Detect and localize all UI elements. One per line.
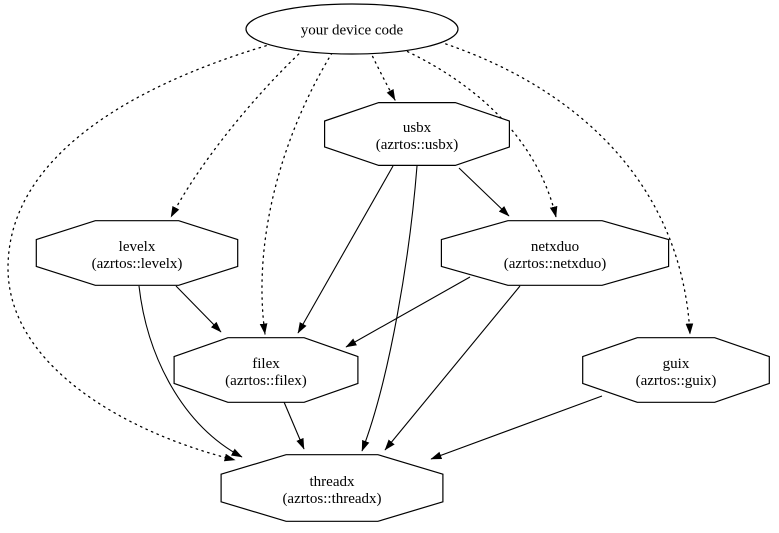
node-filex: filex(azrtos::filex): [173, 337, 359, 403]
node-netxduo: netxduo(azrtos::netxduo): [440, 220, 670, 286]
netxduo-octagon: [440, 220, 670, 286]
edge-netxduo-threadx: [384, 285, 521, 451]
usbx-label: usbx: [403, 120, 432, 136]
node-threadx: threadx(azrtos::threadx): [220, 454, 444, 522]
node-device-code: your device code: [245, 3, 459, 55]
levelx-sublabel: (azrtos::levelx): [92, 256, 183, 272]
node-usbx: usbx(azrtos::usbx): [324, 101, 510, 166]
filex-sublabel: (azrtos::filex): [225, 373, 307, 389]
nodes-layer: your device codeusbx(azrtos::usbx)levelx…: [35, 3, 770, 522]
filex-label: filex: [252, 356, 280, 372]
device-code-label: your device code: [301, 23, 404, 39]
levelx-label: levelx: [119, 239, 156, 255]
guix-sublabel: (azrtos::guix): [636, 373, 717, 389]
edge-usbx-threadx: [361, 165, 418, 452]
edge-device-code-netxduo: [401, 48, 558, 218]
threadx-octagon: [220, 454, 444, 522]
device-code-ellipse: [245, 3, 459, 55]
usbx-sublabel: (azrtos::usbx): [376, 137, 458, 153]
edge-levelx-filex: [175, 285, 222, 333]
edge-device-code-levelx: [170, 49, 304, 218]
netxduo-sublabel: (azrtos::netxduo): [504, 256, 606, 272]
filex-octagon: [173, 337, 359, 403]
netxduo-label: netxduo: [531, 239, 579, 255]
edge-guix-threadx: [430, 395, 603, 460]
node-levelx: levelx(azrtos::levelx): [35, 220, 239, 286]
guix-label: guix: [663, 356, 690, 372]
levelx-octagon: [35, 220, 239, 286]
edge-device-code-threadx: [7, 43, 273, 462]
threadx-sublabel: (azrtos::threadx): [282, 491, 381, 507]
usbx-octagon: [324, 101, 510, 166]
guix-octagon: [582, 337, 770, 403]
edge-filex-threadx: [283, 401, 305, 450]
edge-netxduo-filex: [345, 276, 471, 348]
edge-levelx-threadx: [138, 285, 243, 458]
edge-usbx-filex: [297, 165, 394, 334]
edge-device-code-filex: [259, 52, 333, 335]
edge-device-code-guix: [439, 41, 694, 335]
edge-usbx-netxduo: [458, 167, 510, 217]
node-guix: guix(azrtos::guix): [582, 337, 770, 403]
threadx-label: threadx: [310, 474, 355, 490]
edges-layer: [7, 41, 694, 462]
edge-device-code-usbx: [369, 50, 396, 101]
